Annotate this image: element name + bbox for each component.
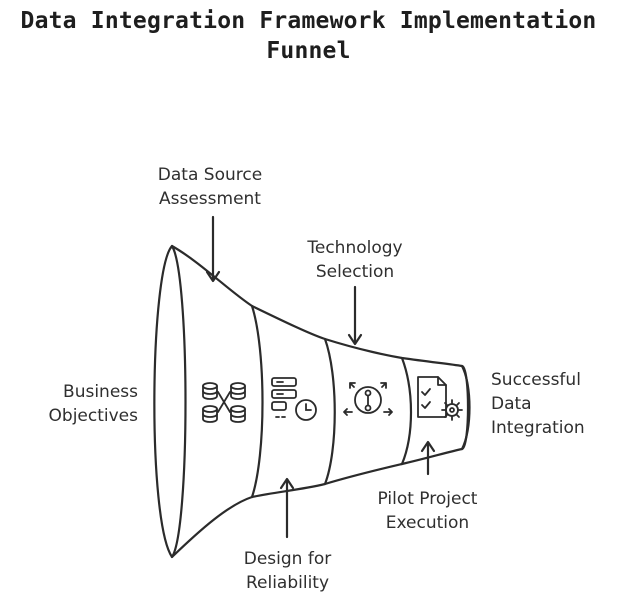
funnel-divider-2: [323, 337, 336, 486]
label-outcome-line-2: Data: [491, 394, 532, 414]
label-technology-selection: Technology Selection: [285, 236, 425, 284]
label-business-objectives: Business Objectives: [20, 380, 138, 428]
label-data-source-assessment: Data Source Assessment: [140, 163, 280, 211]
label-technology-line-2: Selection: [315, 262, 395, 282]
funnel-outline: [170, 244, 470, 559]
label-data-source-line-1: Data Source: [157, 165, 263, 185]
title-line-1: Data Integration Framework Implementatio…: [20, 8, 597, 34]
checklist-gear-icon: [417, 376, 463, 421]
label-outcome-line-3: Integration: [491, 418, 585, 438]
funnel-divider-1: [250, 304, 264, 499]
diagram-title: Data Integration Framework Implementatio…: [0, 6, 617, 66]
label-design-line-1: Design for: [243, 549, 332, 569]
label-design-for-reliability: Design for Reliability: [220, 547, 355, 595]
arrow-pilot: [420, 440, 436, 476]
label-data-source-line-2: Assessment: [159, 189, 261, 209]
funnel-mouth: [153, 244, 187, 559]
label-design-line-2: Reliability: [245, 573, 330, 593]
label-successful-data-integration: Successful Data Integration: [491, 368, 611, 440]
selection-arrows-icon: [343, 382, 393, 416]
label-pilot-line-2: Execution: [385, 513, 470, 533]
label-pilot-line-1: Pilot Project: [377, 489, 478, 509]
arrow-design: [279, 477, 295, 539]
server-clock-icon: [271, 377, 317, 421]
arrow-data-source: [205, 215, 221, 283]
label-technology-line-1: Technology: [307, 238, 403, 258]
label-outcome-line-1: Successful: [491, 370, 581, 390]
funnel-divider-3: [400, 356, 413, 466]
label-pilot-project-execution: Pilot Project Execution: [355, 487, 500, 535]
arrow-technology: [347, 285, 363, 346]
title-line-2: Funnel: [266, 38, 351, 64]
label-business-objectives-line-1: Business: [63, 382, 138, 402]
database-network-icon: [202, 382, 246, 423]
label-business-objectives-line-2: Objectives: [48, 406, 138, 426]
funnel-divider-4: [460, 364, 471, 451]
